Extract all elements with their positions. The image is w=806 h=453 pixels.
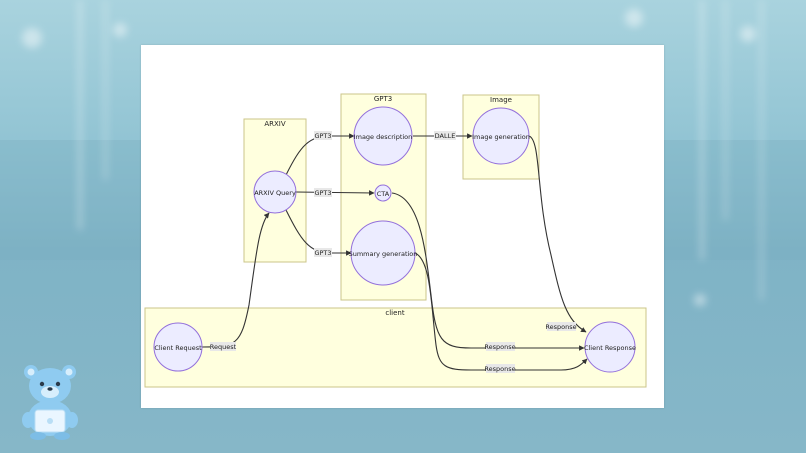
svg-text:Image generation: Image generation <box>472 133 530 141</box>
edge-gpt3-cta <box>295 190 375 196</box>
svg-text:Client Response: Client Response <box>584 344 636 352</box>
svg-text:CTA: CTA <box>377 190 390 198</box>
node-summary-generation: Summary generation <box>349 220 418 286</box>
group-gpt3-label: GPT3 <box>374 95 392 103</box>
edge-label-response-cta: Response <box>484 342 516 351</box>
svg-text:GPT3: GPT3 <box>314 249 331 257</box>
bear-with-laptop-icon <box>22 365 78 440</box>
svg-text:GPT3: GPT3 <box>314 189 331 197</box>
edge-label-gpt3-summary: GPT3 <box>314 248 332 257</box>
svg-text:Summary generation: Summary generation <box>349 250 418 258</box>
group-arxiv-label: ARXIV <box>264 120 286 128</box>
edge-response-image <box>528 135 587 333</box>
group-image-label: Image <box>490 96 512 104</box>
edge-label-response-summary: Response <box>484 364 516 373</box>
node-client-response: Client Response <box>584 321 636 373</box>
edge-label-gpt3-description: GPT3 <box>314 131 332 140</box>
edge-label-dalle: DALLE <box>434 131 456 140</box>
diagram-card: client ARXIV GPT3 Image Request G <box>141 45 664 408</box>
svg-text:Response: Response <box>484 343 515 351</box>
svg-text:Image description: Image description <box>354 133 413 141</box>
edge-label-gpt3-cta: GPT3 <box>314 188 332 197</box>
svg-text:GPT3: GPT3 <box>314 132 331 140</box>
edge-label-request: Request <box>210 342 237 351</box>
group-client-label: client <box>385 309 404 317</box>
svg-text:Response: Response <box>484 365 515 373</box>
flowchart-diagram: client ARXIV GPT3 Image Request G <box>144 93 647 388</box>
svg-text:Request: Request <box>210 343 237 351</box>
node-image-generation: Image generation <box>472 107 530 165</box>
svg-text:Client Request: Client Request <box>154 344 202 352</box>
svg-text:DALLE: DALLE <box>435 132 456 140</box>
node-arxiv-query: ARXIV Query <box>253 170 297 214</box>
node-image-description: Image description <box>353 106 413 166</box>
svg-text:ARXIV Query: ARXIV Query <box>254 189 296 197</box>
edge-response-summary <box>414 252 588 371</box>
svg-text:Response: Response <box>545 323 576 331</box>
node-client-request: Client Request <box>153 322 203 372</box>
node-cta: CTA <box>374 184 392 202</box>
edge-label-response-image: Response <box>545 322 577 331</box>
